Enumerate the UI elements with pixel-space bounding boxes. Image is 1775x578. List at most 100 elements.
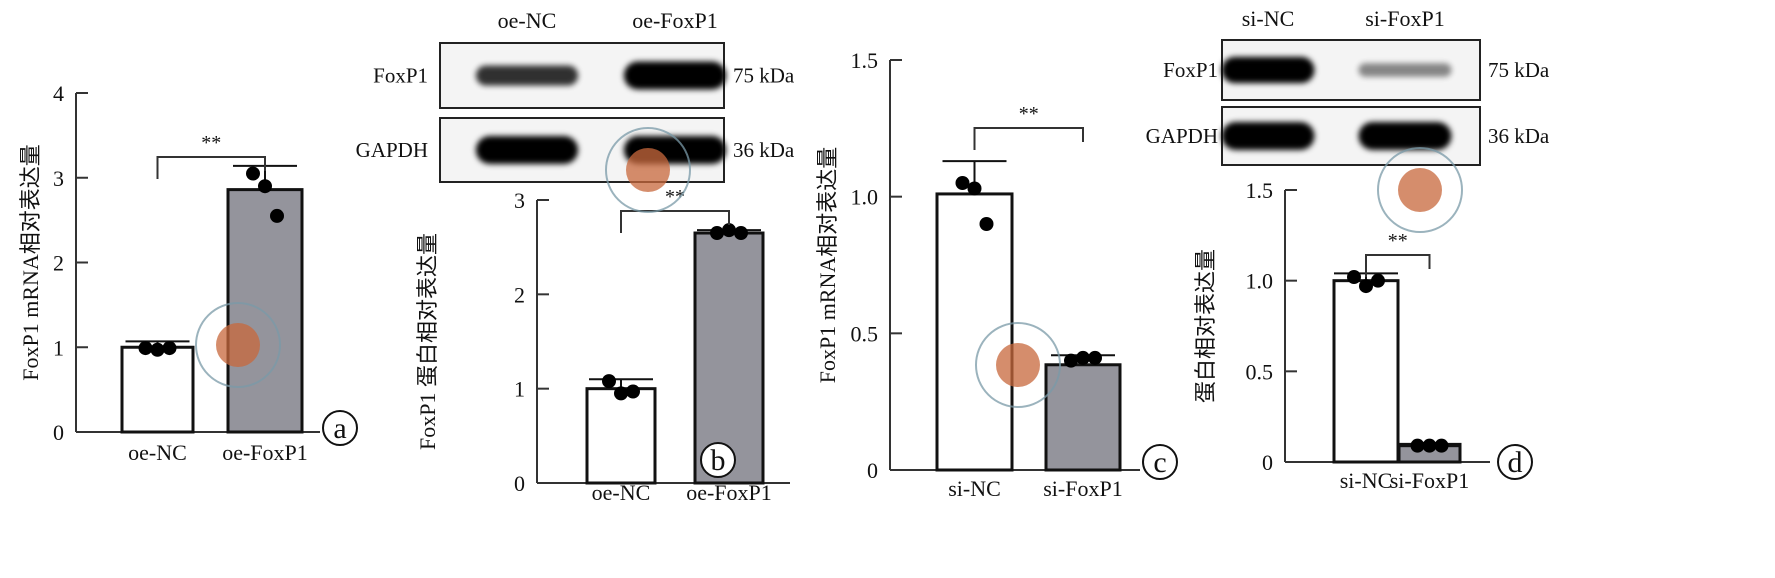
data-point bbox=[1088, 350, 1102, 365]
data-point bbox=[1347, 270, 1361, 285]
data-point bbox=[710, 226, 724, 241]
y-tick-label: 0 bbox=[1262, 450, 1273, 475]
significance-label: ** bbox=[1388, 230, 1408, 252]
stamp-map bbox=[626, 148, 670, 192]
panel-label-circle bbox=[700, 442, 736, 478]
lane-label: si-NC bbox=[1242, 6, 1295, 31]
lane-label: oe-NC bbox=[498, 8, 557, 33]
watermark-stamp bbox=[605, 127, 691, 213]
x-tick-label: si-FoxP1 bbox=[1043, 476, 1122, 501]
data-point bbox=[955, 176, 970, 190]
bar-si-FoxP1 bbox=[1044, 363, 1122, 472]
panel-label: a bbox=[333, 412, 346, 445]
y-tick-label: 0.5 bbox=[1246, 359, 1274, 384]
watermark-stamp bbox=[195, 302, 281, 388]
y-axis-label: FoxP1 mRNA相对表达量 bbox=[815, 147, 840, 384]
data-point bbox=[1434, 438, 1449, 453]
blot-protein-label: GAPDH bbox=[1146, 124, 1218, 148]
bar-oe-FoxP1 bbox=[226, 188, 304, 434]
stamp-map bbox=[1398, 168, 1442, 212]
bar-oe-FoxP1 bbox=[693, 231, 765, 485]
data-point bbox=[979, 217, 994, 231]
blot-band bbox=[1221, 56, 1315, 84]
blot-protein-label: GAPDH bbox=[356, 138, 428, 162]
x-tick-label: si-NC bbox=[948, 476, 1001, 501]
blot-band bbox=[623, 61, 727, 90]
panel-label: b bbox=[711, 444, 726, 477]
bar-oe-NC bbox=[585, 387, 657, 485]
y-tick-label: 1.5 bbox=[851, 48, 879, 73]
significance-label: ** bbox=[665, 186, 685, 208]
x-tick-label: oe-FoxP1 bbox=[222, 440, 308, 465]
watermark-stamp bbox=[975, 322, 1061, 408]
panel-label-circle bbox=[322, 410, 358, 446]
y-tick-label: 0 bbox=[53, 420, 64, 445]
significance-bracket bbox=[973, 127, 1084, 150]
blot-band bbox=[475, 65, 579, 86]
data-point bbox=[1064, 353, 1078, 368]
blot-band bbox=[1358, 122, 1452, 150]
x-tick-label: oe-NC bbox=[592, 480, 651, 505]
y-tick-label: 1.0 bbox=[851, 185, 879, 210]
y-tick-label: 1.5 bbox=[1246, 178, 1274, 203]
data-point bbox=[258, 179, 272, 194]
data-point bbox=[162, 341, 177, 356]
significance-bracket bbox=[156, 156, 266, 179]
data-point bbox=[150, 342, 165, 357]
blot-band bbox=[475, 136, 579, 164]
x-tick-label: si-NC bbox=[1340, 468, 1393, 493]
data-point bbox=[722, 223, 736, 238]
y-axis-label: FoxP1 蛋白相对表达量 bbox=[415, 233, 440, 450]
stamp-ring bbox=[1377, 147, 1463, 233]
y-tick-label: 2 bbox=[514, 282, 525, 307]
blot-size-label: 75 kDa bbox=[733, 64, 795, 88]
y-axis-label: 蛋白相对表达量 bbox=[1193, 249, 1218, 403]
y-tick-label: 0 bbox=[867, 458, 878, 483]
blot-size-label: 36 kDa bbox=[1488, 124, 1550, 148]
blot-band bbox=[1358, 63, 1452, 77]
y-tick-label: 3 bbox=[514, 188, 525, 213]
y-tick-label: 0 bbox=[514, 471, 525, 496]
data-point bbox=[602, 374, 616, 389]
data-point bbox=[1371, 273, 1385, 288]
panel-label-circle bbox=[1142, 444, 1178, 480]
data-point bbox=[138, 341, 153, 356]
data-point bbox=[626, 384, 640, 399]
stamp-map bbox=[996, 343, 1040, 387]
stamp-ring bbox=[975, 322, 1061, 408]
data-point bbox=[1076, 350, 1090, 365]
panel-label: d bbox=[1508, 446, 1523, 479]
bar-si-NC bbox=[1332, 279, 1400, 464]
y-tick-label: 0.5 bbox=[851, 321, 879, 346]
significance-bracket bbox=[620, 210, 730, 233]
data-point bbox=[270, 208, 284, 223]
blot-protein-label: FoxP1 bbox=[1163, 58, 1218, 82]
data-point bbox=[1359, 279, 1373, 294]
bar-oe-NC bbox=[120, 345, 195, 434]
y-tick-label: 4 bbox=[53, 81, 64, 106]
stamp-ring bbox=[195, 302, 281, 388]
stamp-ring bbox=[605, 127, 691, 213]
panel-label: c bbox=[1153, 446, 1166, 479]
stamp-map bbox=[216, 323, 260, 367]
y-tick-label: 1.0 bbox=[1246, 269, 1274, 294]
blot-size-label: 75 kDa bbox=[1488, 58, 1550, 82]
y-tick-label: 1 bbox=[53, 335, 64, 360]
significance-label: ** bbox=[1019, 103, 1039, 125]
significance-bracket bbox=[1365, 254, 1431, 277]
y-tick-label: 3 bbox=[53, 166, 64, 191]
blot-protein-label: FoxP1 bbox=[373, 64, 428, 88]
y-tick-label: 1 bbox=[514, 377, 525, 402]
y-axis-label: FoxP1 mRNA相对表达量 bbox=[18, 144, 43, 381]
data-point bbox=[614, 386, 628, 401]
lane-label: si-FoxP1 bbox=[1365, 6, 1444, 31]
watermark-stamp bbox=[1377, 147, 1463, 233]
data-point bbox=[734, 226, 748, 241]
x-tick-label: oe-NC bbox=[128, 440, 187, 465]
